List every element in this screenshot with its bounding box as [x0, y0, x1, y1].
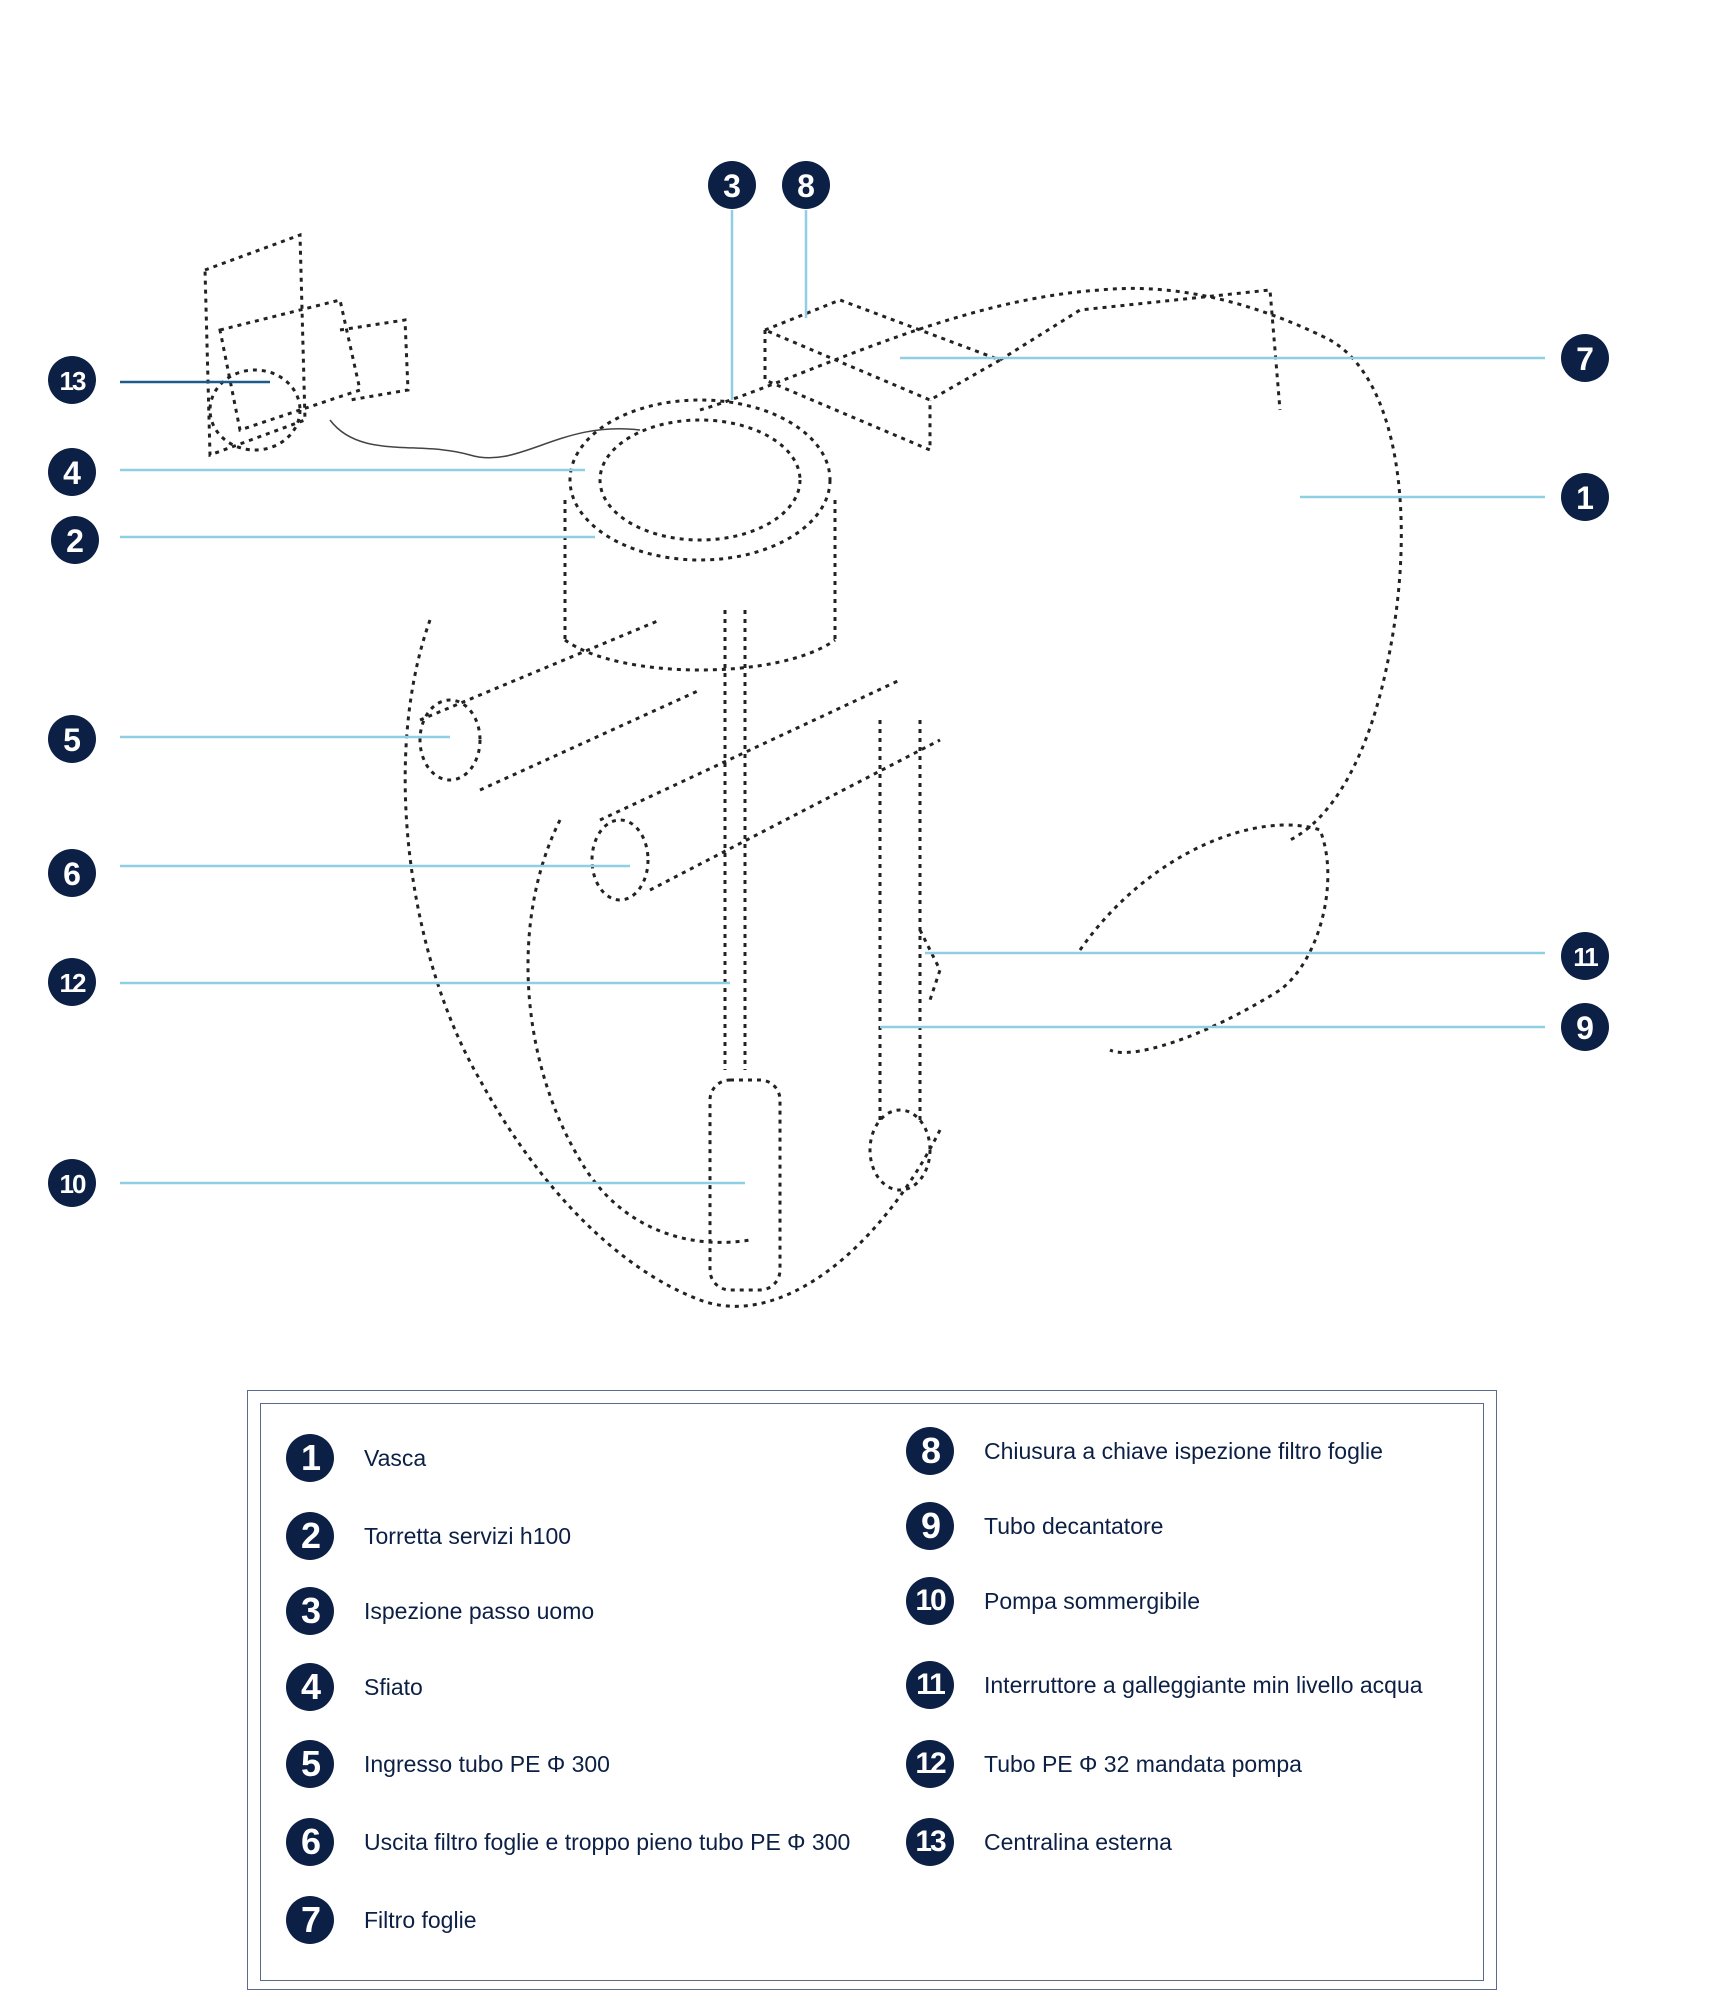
- legend-item-10: 10 Pompa sommergibile: [906, 1577, 1200, 1625]
- callout-11: 11: [1561, 932, 1609, 980]
- legend-item-3: 3 Ispezione passo uomo: [286, 1587, 594, 1635]
- pump-discharge-pipe: [723, 610, 747, 1070]
- service-turret: [563, 500, 837, 672]
- legend-item-5: 5 Ingresso tubo PE Φ 300: [286, 1740, 610, 1788]
- callout-7: 7: [1561, 334, 1609, 382]
- legend-badge-8: 8: [906, 1427, 954, 1475]
- legend-label-11: Interruttore a galleggiante min livello …: [984, 1671, 1423, 1698]
- callout-10-number: 10: [60, 1169, 86, 1199]
- legend-item-2: 2 Torretta servizi h100: [286, 1512, 571, 1560]
- legend-badge-6: 6: [286, 1818, 334, 1866]
- callout-7-number: 7: [1576, 341, 1594, 377]
- legend-badge-12: 12: [906, 1740, 954, 1788]
- callout-13-number: 13: [60, 366, 86, 396]
- legend-label-8: Chiusura a chiave ispezione filtro fogli…: [984, 1437, 1383, 1464]
- legend-label-3: Ispezione passo uomo: [364, 1597, 595, 1624]
- callout-6: 6: [48, 849, 96, 897]
- callout-8: 8: [782, 161, 830, 209]
- callout-10: 10: [48, 1159, 96, 1207]
- callout-badges: 1 2 3 4 5 6 7 8 9 10 11 12 13: [48, 161, 1609, 1207]
- legend-badge-4: 4: [286, 1663, 334, 1711]
- leaf-filter-box: [761, 298, 1004, 453]
- callout-8-number: 8: [797, 168, 815, 204]
- callout-12: 12: [48, 958, 96, 1006]
- callout-9-number: 9: [1576, 1010, 1594, 1046]
- legend-label-5: Ingresso tubo PE Φ 300: [364, 1750, 610, 1777]
- legend-item-8: 8 Chiusura a chiave ispezione filtro fog…: [906, 1427, 1383, 1475]
- legend-label-9: Tubo decantatore: [984, 1512, 1164, 1539]
- legend-label-1: Vasca: [364, 1444, 427, 1471]
- legend-label-12: Tubo PE Φ 32 mandata pompa: [984, 1750, 1302, 1777]
- float-switch: [918, 929, 942, 1001]
- leader-lines: [120, 210, 1545, 1185]
- callout-5-number: 5: [63, 722, 81, 758]
- callout-3: 3: [708, 161, 756, 209]
- legend-badge-3: 3: [286, 1587, 334, 1635]
- manhole-ring: [598, 418, 802, 542]
- callout-4: 4: [48, 448, 96, 496]
- legend-item-6: 6 Uscita filtro foglie e troppo pieno tu…: [286, 1818, 850, 1866]
- callout-3-number: 3: [723, 168, 741, 204]
- legend-item-7: 7 Filtro foglie: [286, 1896, 476, 1944]
- legend-label-4: Sfiato: [364, 1673, 423, 1700]
- legend-label-6: Uscita filtro foglie e troppo pieno tubo…: [364, 1828, 851, 1855]
- outlet-pipe-mouth: [590, 818, 650, 902]
- legend-badge-13: 13: [906, 1818, 954, 1866]
- legend-item-13: 13 Centralina esterna: [906, 1818, 1172, 1866]
- inlet-pipe: [419, 618, 701, 792]
- callout-6-number: 6: [63, 856, 81, 892]
- leaf-filter-hood: [999, 288, 1282, 411]
- tank-drawing: [203, 232, 1403, 1308]
- tank-inner-shell: [526, 819, 751, 1244]
- callout-11-number: 11: [1573, 942, 1598, 972]
- decanter-tube-end: [868, 1108, 932, 1192]
- legend-label-13: Centralina esterna: [984, 1828, 1172, 1855]
- legend-item-9: 9 Tubo decantatore: [906, 1502, 1163, 1550]
- legend-badge-11: 11: [906, 1661, 954, 1709]
- callout-5: 5: [48, 715, 96, 763]
- manhole-cover: [568, 398, 832, 562]
- outlet-pipe: [599, 678, 941, 892]
- inlet-pipe-mouth: [418, 698, 482, 782]
- tank-body-outline: [699, 286, 1403, 842]
- control-unit-motor: [208, 368, 302, 452]
- callout-12-number: 12: [60, 968, 86, 998]
- legend-item-1: 1 Vasca: [286, 1434, 426, 1482]
- tank-lower-shell: [403, 619, 942, 1308]
- control-cable: [329, 419, 641, 459]
- callout-1: 1: [1561, 473, 1609, 521]
- callout-9: 9: [1561, 1003, 1609, 1051]
- legend-badge-9: 9: [906, 1502, 954, 1550]
- submersible-pump: [708, 1078, 782, 1292]
- legend-item-11: 11 Interruttore a galleggiante min livel…: [906, 1661, 1423, 1709]
- legend-item-12: 12 Tubo PE Φ 32 mandata pompa: [906, 1740, 1302, 1788]
- callout-1-number: 1: [1576, 480, 1594, 516]
- legend-badge-10: 10: [906, 1577, 954, 1625]
- legend-frame-inner: [260, 1403, 1484, 1981]
- legend-badge-7: 7: [286, 1896, 334, 1944]
- legend-label-10: Pompa sommergibile: [984, 1587, 1201, 1614]
- legend-item-4: 4 Sfiato: [286, 1663, 423, 1711]
- callout-2-number: 2: [66, 523, 84, 559]
- legend-badge-5: 5: [286, 1740, 334, 1788]
- decanter-tube: [878, 720, 922, 1120]
- legend-label-7: Filtro foglie: [364, 1906, 477, 1933]
- callout-2: 2: [51, 516, 99, 564]
- tank-right-lobe: [1078, 823, 1330, 1054]
- control-unit: [203, 232, 410, 458]
- callout-4-number: 4: [63, 455, 81, 491]
- legend-label-2: Torretta servizi h100: [364, 1522, 572, 1549]
- legend-badge-1: 1: [286, 1434, 334, 1482]
- callout-13: 13: [48, 356, 96, 404]
- legend-badge-2: 2: [286, 1512, 334, 1560]
- cistern-exploded-diagram: 1 2 3 4 5 6 7 8 9 10 11 12 13: [48, 161, 1609, 1308]
